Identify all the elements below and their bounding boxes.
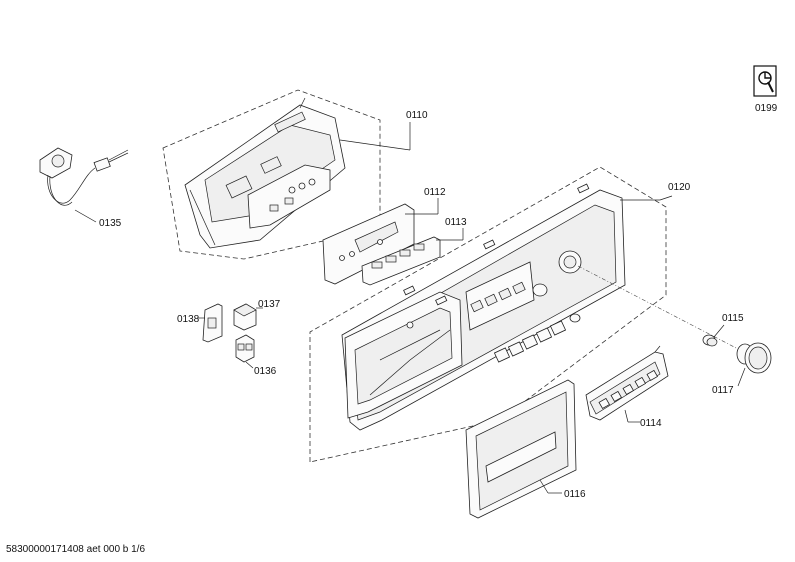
group-0120-front-panel: [309, 166, 673, 463]
label-0117: 0117: [712, 385, 734, 396]
label-0137: 0137: [258, 299, 281, 310]
knob-axis-line: [577, 265, 741, 351]
part-0135-power-cord: [39, 147, 129, 223]
part-0114-key-carrier: [585, 345, 669, 423]
label-0110: 0110: [406, 110, 428, 121]
part-0113-display-strip: [361, 228, 464, 286]
label-0116: 0116: [564, 489, 586, 500]
part-0115-knob-adapter: [702, 324, 725, 347]
part-0112-display-board: [322, 198, 439, 285]
part-0136-connector: [235, 334, 255, 369]
label-0113: 0113: [445, 217, 467, 228]
label-0138: 0138: [177, 314, 200, 325]
label-0135: 0135: [99, 218, 122, 229]
label-0136: 0136: [254, 366, 277, 377]
part-0138-bracket: [198, 303, 223, 343]
group-0110-control-module: [162, 89, 411, 260]
part-0117-program-knob: [736, 342, 772, 387]
part-0137-cap: [233, 303, 263, 331]
label-0112: 0112: [424, 187, 446, 198]
part-0116-drawer-front: [465, 379, 577, 519]
document-footer: 58300000171408 aet 000 b 1/6: [6, 544, 145, 555]
wrench-service-icon: [753, 65, 777, 97]
label-0114: 0114: [640, 418, 662, 429]
label-0120: 0120: [668, 182, 691, 193]
label-0199: 0199: [755, 103, 778, 114]
label-0115: 0115: [722, 313, 744, 324]
